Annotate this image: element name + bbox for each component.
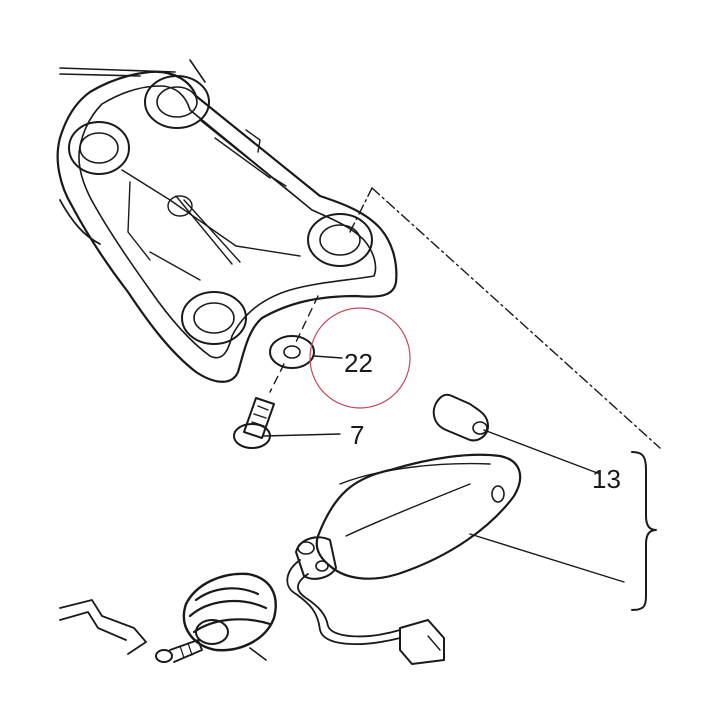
leader-lines xyxy=(263,355,625,583)
callout-22-label: 22 xyxy=(344,348,373,378)
screw-part xyxy=(233,397,275,449)
bulb-part xyxy=(432,393,489,442)
group-brace xyxy=(631,451,657,611)
bracket-boss-left xyxy=(68,121,130,175)
highlight-circle xyxy=(309,307,411,409)
callout-13-label: 13 xyxy=(592,464,621,494)
callout-7-label: 7 xyxy=(350,420,364,450)
rubber-grommet xyxy=(182,572,277,661)
bracket-boss-bottom xyxy=(181,291,247,345)
bottom-screw-part xyxy=(155,639,203,663)
assembly-axis-lines xyxy=(269,187,661,449)
washer-part xyxy=(269,335,315,369)
bracket-boss-right xyxy=(307,213,373,267)
turn-signal-housing xyxy=(286,453,522,665)
bracket-boss-top xyxy=(144,75,210,129)
mounting-bracket xyxy=(56,59,398,383)
frame-fragment xyxy=(59,599,147,655)
